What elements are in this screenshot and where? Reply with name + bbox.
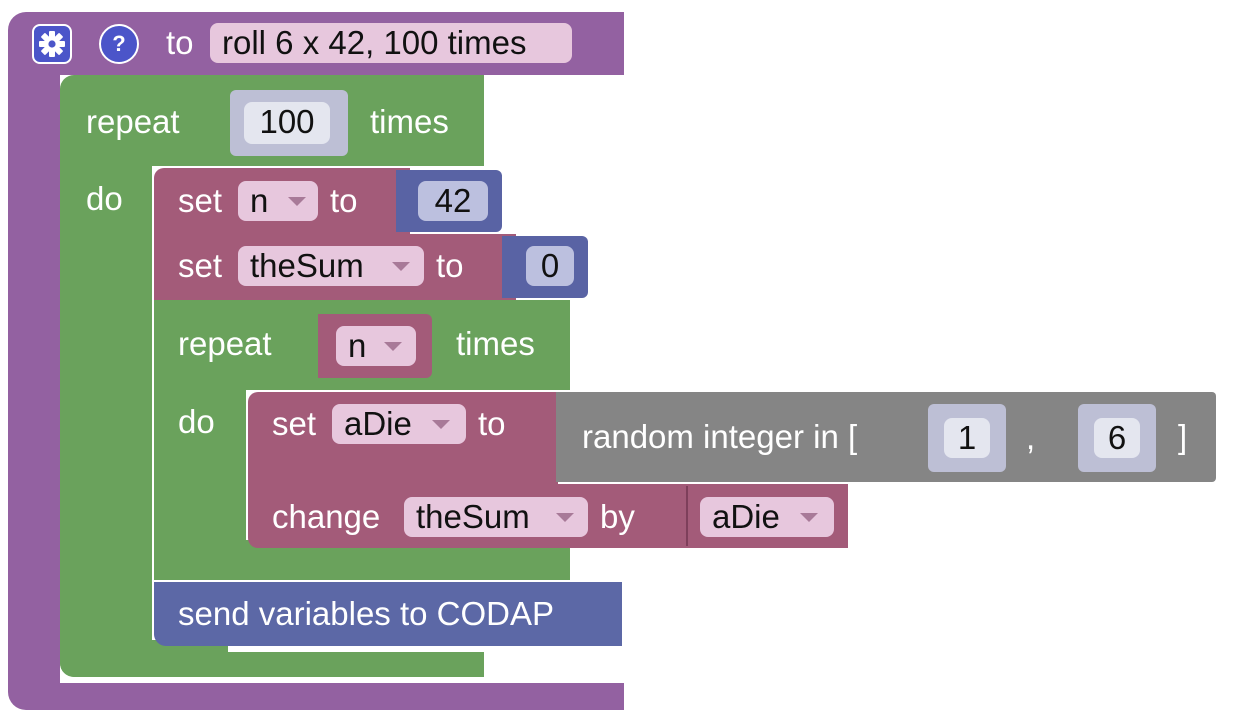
chevron-down-icon — [384, 342, 402, 351]
random-integer-label: random integer in [ — [582, 418, 858, 455]
set-sum-value-field[interactable]: 0 — [526, 246, 574, 286]
random-close-bracket: ] — [1178, 418, 1188, 455]
change-sum-var-name: theSum — [416, 498, 530, 535]
chevron-down-icon — [800, 513, 818, 522]
send-variables-label: send variables to CODAP — [178, 595, 555, 632]
chevron-down-icon — [288, 197, 306, 206]
outer-repeat-do-label: do — [86, 180, 123, 217]
gear-icon[interactable] — [32, 24, 72, 64]
set-sum-var-name: theSum — [250, 247, 364, 284]
change-sum-var-dropdown[interactable]: theSum — [404, 497, 588, 537]
set-n-to-label: to — [330, 182, 358, 219]
help-glyph: ? — [112, 31, 126, 56]
procedure-to-label: to — [166, 24, 194, 61]
set-die-var-dropdown[interactable]: aDie — [332, 404, 466, 444]
change-sum-label: change — [272, 498, 381, 535]
set-n-label: set — [178, 182, 223, 219]
inner-repeat-rail — [154, 384, 246, 564]
change-sum-by-label: by — [600, 498, 635, 535]
random-comma: , — [1026, 419, 1036, 456]
change-sum-value-name: aDie — [712, 498, 780, 535]
set-n-var-dropdown[interactable]: n — [238, 181, 318, 221]
chevron-down-icon — [392, 262, 410, 271]
inner-repeat-do-label: do — [178, 403, 215, 440]
set-die-to-label: to — [478, 405, 506, 442]
outer-repeat-times-label: times — [370, 103, 449, 140]
inner-repeat-var-dropdown[interactable]: n — [336, 326, 416, 366]
chevron-down-icon — [556, 513, 574, 522]
inner-repeat-label: repeat — [178, 325, 272, 362]
inner-repeat-var-name: n — [348, 327, 367, 364]
set-sum-var-dropdown[interactable]: theSum — [238, 246, 424, 286]
set-die-var-name: aDie — [344, 405, 412, 442]
change-sum-value-dropdown[interactable]: aDie — [700, 497, 834, 537]
outer-repeat-rail — [60, 160, 152, 650]
set-die-label: set — [272, 405, 317, 442]
set-n-value-field[interactable]: 42 — [418, 181, 488, 221]
chevron-down-icon — [432, 420, 450, 429]
procedure-name-field[interactable]: roll 6 x 42, 100 times — [210, 23, 572, 63]
random-high-field[interactable]: 6 — [1094, 418, 1140, 458]
inner-repeat-times-label: times — [456, 325, 535, 362]
change-sum-value-divider — [686, 486, 688, 546]
set-sum-to-label: to — [436, 247, 464, 284]
outer-repeat-label: repeat — [86, 103, 180, 140]
random-low-field[interactable]: 1 — [944, 418, 990, 458]
send-variables-block[interactable] — [154, 582, 622, 646]
outer-repeat-count-field[interactable]: 100 — [244, 102, 330, 144]
set-n-var-name: n — [250, 182, 269, 219]
set-sum-label: set — [178, 247, 223, 284]
question-mark-icon[interactable]: ? — [99, 24, 139, 64]
